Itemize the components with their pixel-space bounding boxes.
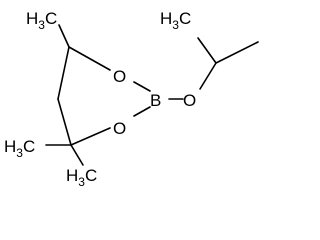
bond-c6-c5: [57, 98, 72, 146]
bond-o-bottom-c6: [70, 127, 111, 146]
methyl-labels: H3C H3C H3C H3C: [4, 9, 191, 189]
methyl-gem-left: H3C: [4, 137, 35, 160]
bond-o-top-b: [133, 81, 151, 92]
bond-ester-o-ch: [199, 62, 217, 90]
methyl-gem-right: H3C: [66, 166, 97, 189]
bond-c5-c4: [57, 46, 70, 100]
ring-oxygen-top: O: [113, 67, 126, 86]
methyl-top-left: H3C: [26, 9, 57, 32]
bond-ch-methyl-left: [197, 37, 217, 64]
bond-b-o-bottom: [133, 106, 151, 117]
bonds: [45, 24, 259, 166]
bond-c4-o-top: [68, 46, 111, 71]
bond-c4-methyl: [58, 24, 70, 48]
chemical-structure-diagram: O O B O H3C H3C H3C H3C: [4, 9, 259, 189]
ester-oxygen: O: [183, 91, 196, 110]
boron-atom: B: [150, 91, 161, 110]
atom-labels: O O B O: [113, 67, 196, 138]
structure-canvas: O O B O H3C H3C H3C H3C: [4, 9, 259, 189]
ring-oxygen-bottom: O: [113, 119, 126, 138]
bond-ch-methyl-right: [215, 41, 259, 64]
methyl-isopropyl-left: H3C: [160, 9, 191, 32]
bond-c6-methyl-down: [70, 144, 84, 166]
